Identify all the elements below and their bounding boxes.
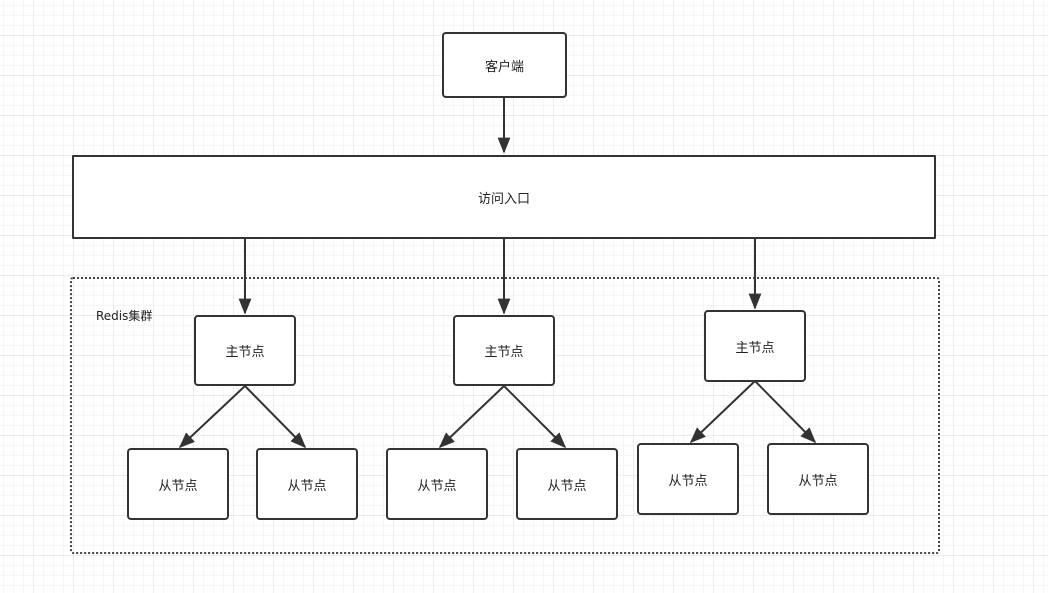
- gateway-node[interactable]: 访问入口: [72, 155, 936, 239]
- slave-node-label: 从节点: [158, 478, 198, 494]
- slave-node[interactable]: 从节点: [637, 443, 739, 515]
- client-node-label: 客户端: [484, 59, 524, 75]
- slave-node[interactable]: 从节点: [767, 443, 869, 515]
- slave-node-label: 从节点: [417, 478, 457, 494]
- edge-master-3-slave-2: [754, 380, 817, 444]
- master-node[interactable]: 主节点: [704, 310, 806, 382]
- edge-master-1-slave-1: [178, 385, 246, 449]
- master-node-label: 主节点: [484, 345, 524, 360]
- master-node[interactable]: 主节点: [453, 315, 555, 386]
- slave-node-label: 从节点: [668, 473, 708, 489]
- slave-node[interactable]: 从节点: [516, 448, 618, 520]
- slave-node-label: 从节点: [798, 473, 838, 489]
- redis-cluster-group[interactable]: [70, 277, 940, 554]
- slave-node[interactable]: 从节点: [256, 448, 358, 520]
- edge-master-2-slave-1: [438, 385, 505, 449]
- client-node[interactable]: 客户端: [442, 32, 567, 98]
- slave-node[interactable]: 从节点: [127, 448, 229, 520]
- master-node-label: 主节点: [225, 345, 265, 360]
- master-node[interactable]: 主节点: [194, 315, 296, 386]
- slave-node-label: 从节点: [547, 478, 587, 494]
- slave-node[interactable]: 从节点: [386, 448, 488, 520]
- master-node-label: 主节点: [735, 340, 775, 356]
- gateway-node-label: 访问入口: [477, 191, 530, 207]
- redis-cluster-label: Redis集群: [96, 309, 153, 323]
- slave-node-label: 从节点: [287, 478, 327, 494]
- edge-master-1-slave-2: [244, 385, 307, 449]
- edge-master-3-slave-1: [689, 380, 756, 444]
- edge-master-2-slave-2: [503, 385, 567, 449]
